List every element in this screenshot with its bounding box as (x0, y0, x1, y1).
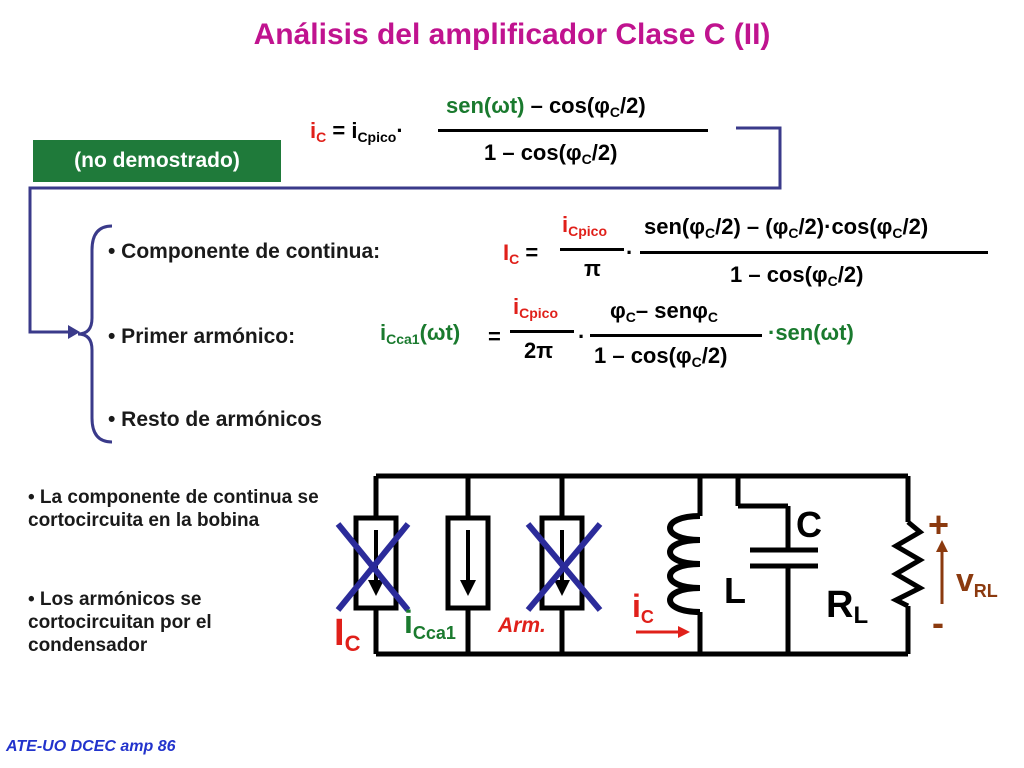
ic-formula-fraction-bar (438, 129, 708, 132)
h1-fraction-bar (590, 334, 762, 337)
ic-formula-denominator: 1 – cos(φC/2) (484, 140, 618, 167)
h1-formula-lhs: iCca1(ωt) (380, 320, 461, 347)
bullet-first-harmonic: • Primer armónico: (108, 325, 296, 348)
circuit-wires (373, 473, 911, 657)
voltage-arrowhead (936, 540, 948, 552)
inductor-coil (667, 513, 701, 615)
dc-frac-numerator: iCpico (562, 212, 608, 239)
footer: ATE-UO DCEC amp 86 (6, 738, 176, 755)
label-minus: - (932, 602, 944, 643)
h1-tail: ·sen(ωt) (768, 320, 854, 345)
dc-denominator: 1 – cos(φC/2) (730, 262, 864, 289)
label-harmonics: Arm. (498, 614, 546, 637)
connector-line (28, 126, 782, 334)
dc-numerator: sen(φC/2) – (φC/2)·cos(φC/2) (644, 214, 929, 241)
h1-numerator: φC– senφC (610, 298, 718, 325)
dc-fraction-bar (640, 251, 988, 254)
note-harmonics-shorted: • Los armónicos se cortocircuitan por el… (28, 589, 212, 656)
source-arrowheads (368, 580, 570, 596)
dc-formula-lhs: IC = (503, 240, 539, 267)
label-dc-current: IC (334, 612, 361, 656)
bullet-dc-component: • Componente de continua: (108, 240, 381, 263)
bullet-other-harmonics: • Resto de armónicos (108, 408, 322, 431)
ic-arrowhead (678, 626, 690, 638)
page-title: Análisis del amplificador Clase C (II) (253, 18, 771, 51)
h1-frac-bar (510, 330, 574, 333)
cross-outs (335, 522, 603, 612)
h1-dot: · (578, 324, 586, 349)
dc-frac-bar (560, 248, 624, 251)
h1-eq: = (488, 324, 501, 349)
capacitor-plates (750, 547, 818, 569)
label-collector-current: iC (632, 588, 654, 627)
note-dc-shorted: • La componente de continua se cortocirc… (28, 487, 319, 531)
label-capacitor: C (796, 504, 822, 545)
label-inductor: L (724, 570, 746, 611)
h1-frac-denominator: 2π (524, 338, 554, 363)
label-load-resistor: RL (826, 584, 869, 629)
label-load-voltage: vRL (956, 562, 998, 601)
source-arrows (374, 530, 564, 584)
label-first-harmonic-current: iCca1 (404, 604, 456, 643)
not-proven-note: (no demostrado) (33, 140, 281, 182)
ic-formula-lhs: iC = iCpico· (310, 118, 404, 145)
dc-dot: · (626, 240, 634, 265)
curly-brace (77, 224, 113, 444)
label-plus: + (928, 504, 950, 545)
resistor-zigzag (890, 520, 926, 609)
h1-frac-numerator: iCpico (513, 294, 559, 321)
ic-formula-numerator: sen(ωt) – cos(φC/2) (446, 93, 646, 120)
h1-denominator: 1 – cos(φC/2) (594, 343, 728, 370)
connector-arrowhead (68, 325, 80, 339)
dc-frac-denominator: π (584, 256, 601, 281)
